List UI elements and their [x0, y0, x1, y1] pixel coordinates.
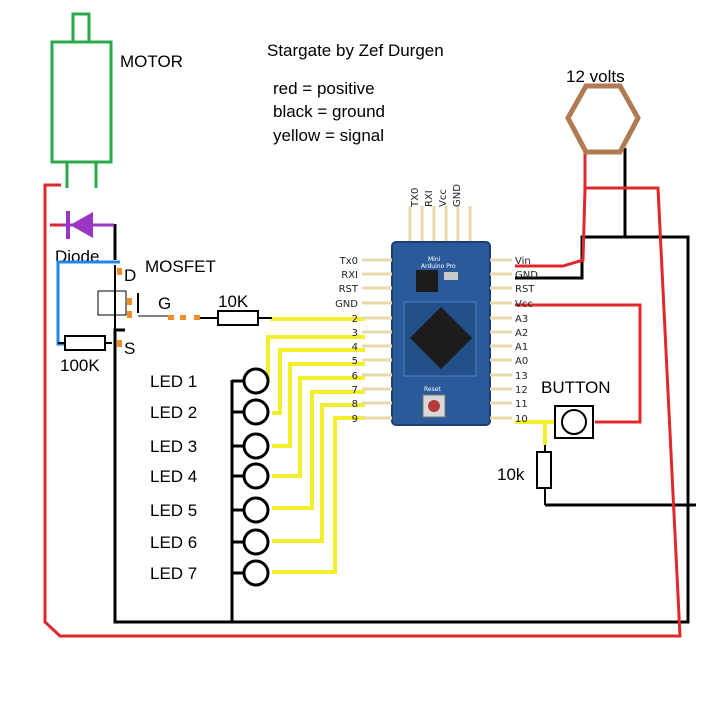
gate-resistor-label: 10K	[218, 292, 249, 311]
signal-wires	[266, 317, 560, 574]
diode	[62, 211, 114, 239]
left-pin-label: RXI	[341, 270, 358, 281]
button	[554, 405, 594, 439]
led-label: LED 4	[150, 467, 197, 486]
led-6	[242, 528, 270, 556]
left-pin-label: 8	[352, 399, 358, 410]
button-label: BUTTON	[541, 378, 611, 397]
right-pin-label: Vcc	[515, 299, 533, 310]
board-pins: Tx0RXIRSTGND23456789VinGNDRSTVccA3A2A1A0…	[335, 184, 538, 425]
gate-resistor	[200, 310, 272, 326]
legend-ground: black = ground	[273, 102, 385, 121]
led-label: LED 2	[150, 403, 197, 422]
arduino-board: Mini Arduino Pro Reset	[391, 206, 491, 426]
led-2	[242, 398, 270, 426]
right-pin-label: 11	[515, 399, 528, 410]
left-pin-label: 4	[352, 342, 358, 353]
motor-label: MOTOR	[120, 52, 183, 71]
led-label: LED 6	[150, 533, 197, 552]
right-pin-label: 12	[515, 385, 528, 396]
board-reset: Reset	[424, 386, 441, 393]
led-1	[242, 367, 270, 395]
board-name-line2: Arduino Pro	[421, 263, 456, 270]
led-label: LED 7	[150, 564, 197, 583]
motor	[50, 12, 113, 188]
left-pin-label: 9	[352, 414, 358, 425]
right-pin-label: 13	[515, 371, 528, 382]
led-group: LED 1 LED 2 LED 3 LED 4 LED 5 LED 6 LED 7	[150, 367, 270, 587]
pulldown-resistor	[58, 335, 112, 351]
right-pin-label: 10	[515, 414, 528, 425]
diagram-title: Stargate by Zef Durgen	[267, 41, 444, 60]
led-label: LED 3	[150, 437, 197, 456]
led-4	[242, 462, 270, 490]
left-pin-label: 6	[352, 371, 358, 382]
left-pin-label: GND	[335, 299, 358, 310]
right-pin-label: A0	[515, 356, 528, 367]
legend-positive: red = positive	[273, 79, 375, 98]
left-pin-label: 5	[352, 356, 358, 367]
left-pin-label: Tx0	[339, 256, 358, 267]
led-5	[242, 496, 270, 524]
right-pin-label: A3	[515, 314, 528, 325]
top-pin-label: TX0	[410, 188, 421, 208]
supply-hexagon	[565, 83, 641, 155]
mosfet-drain-label: D	[124, 266, 136, 285]
led-label: LED 1	[150, 372, 197, 391]
top-pin-label: Vcc	[438, 189, 449, 207]
pulldown-resistor-label: 100K	[60, 356, 100, 375]
led-3	[242, 432, 270, 460]
mosfet-source-label: S	[124, 339, 135, 358]
positive-wires	[43, 148, 682, 638]
left-pin-label: 7	[352, 385, 358, 396]
mosfet-label: MOSFET	[145, 257, 216, 276]
mosfet-gate-label: G	[158, 294, 171, 313]
board-name-line1: Mini	[428, 256, 441, 263]
led-7	[242, 559, 270, 587]
top-pin-label: RXI	[424, 190, 435, 207]
right-pin-label: Vin	[515, 256, 531, 267]
right-pin-label: A1	[515, 342, 528, 353]
left-pin-label: 3	[352, 328, 358, 339]
button-resistor-label: 10k	[497, 465, 525, 484]
right-pin-label: RST	[515, 284, 535, 295]
left-pin-label: RST	[339, 284, 359, 295]
top-pin-label: GND	[452, 184, 463, 207]
led-label: LED 5	[150, 501, 197, 520]
left-pin-label: 2	[352, 314, 358, 325]
legend-signal: yellow = signal	[273, 126, 384, 145]
right-pin-label: A2	[515, 328, 528, 339]
supply-label: 12 volts	[566, 67, 625, 86]
right-pin-label: GND	[515, 270, 538, 281]
button-resistor	[536, 445, 552, 505]
